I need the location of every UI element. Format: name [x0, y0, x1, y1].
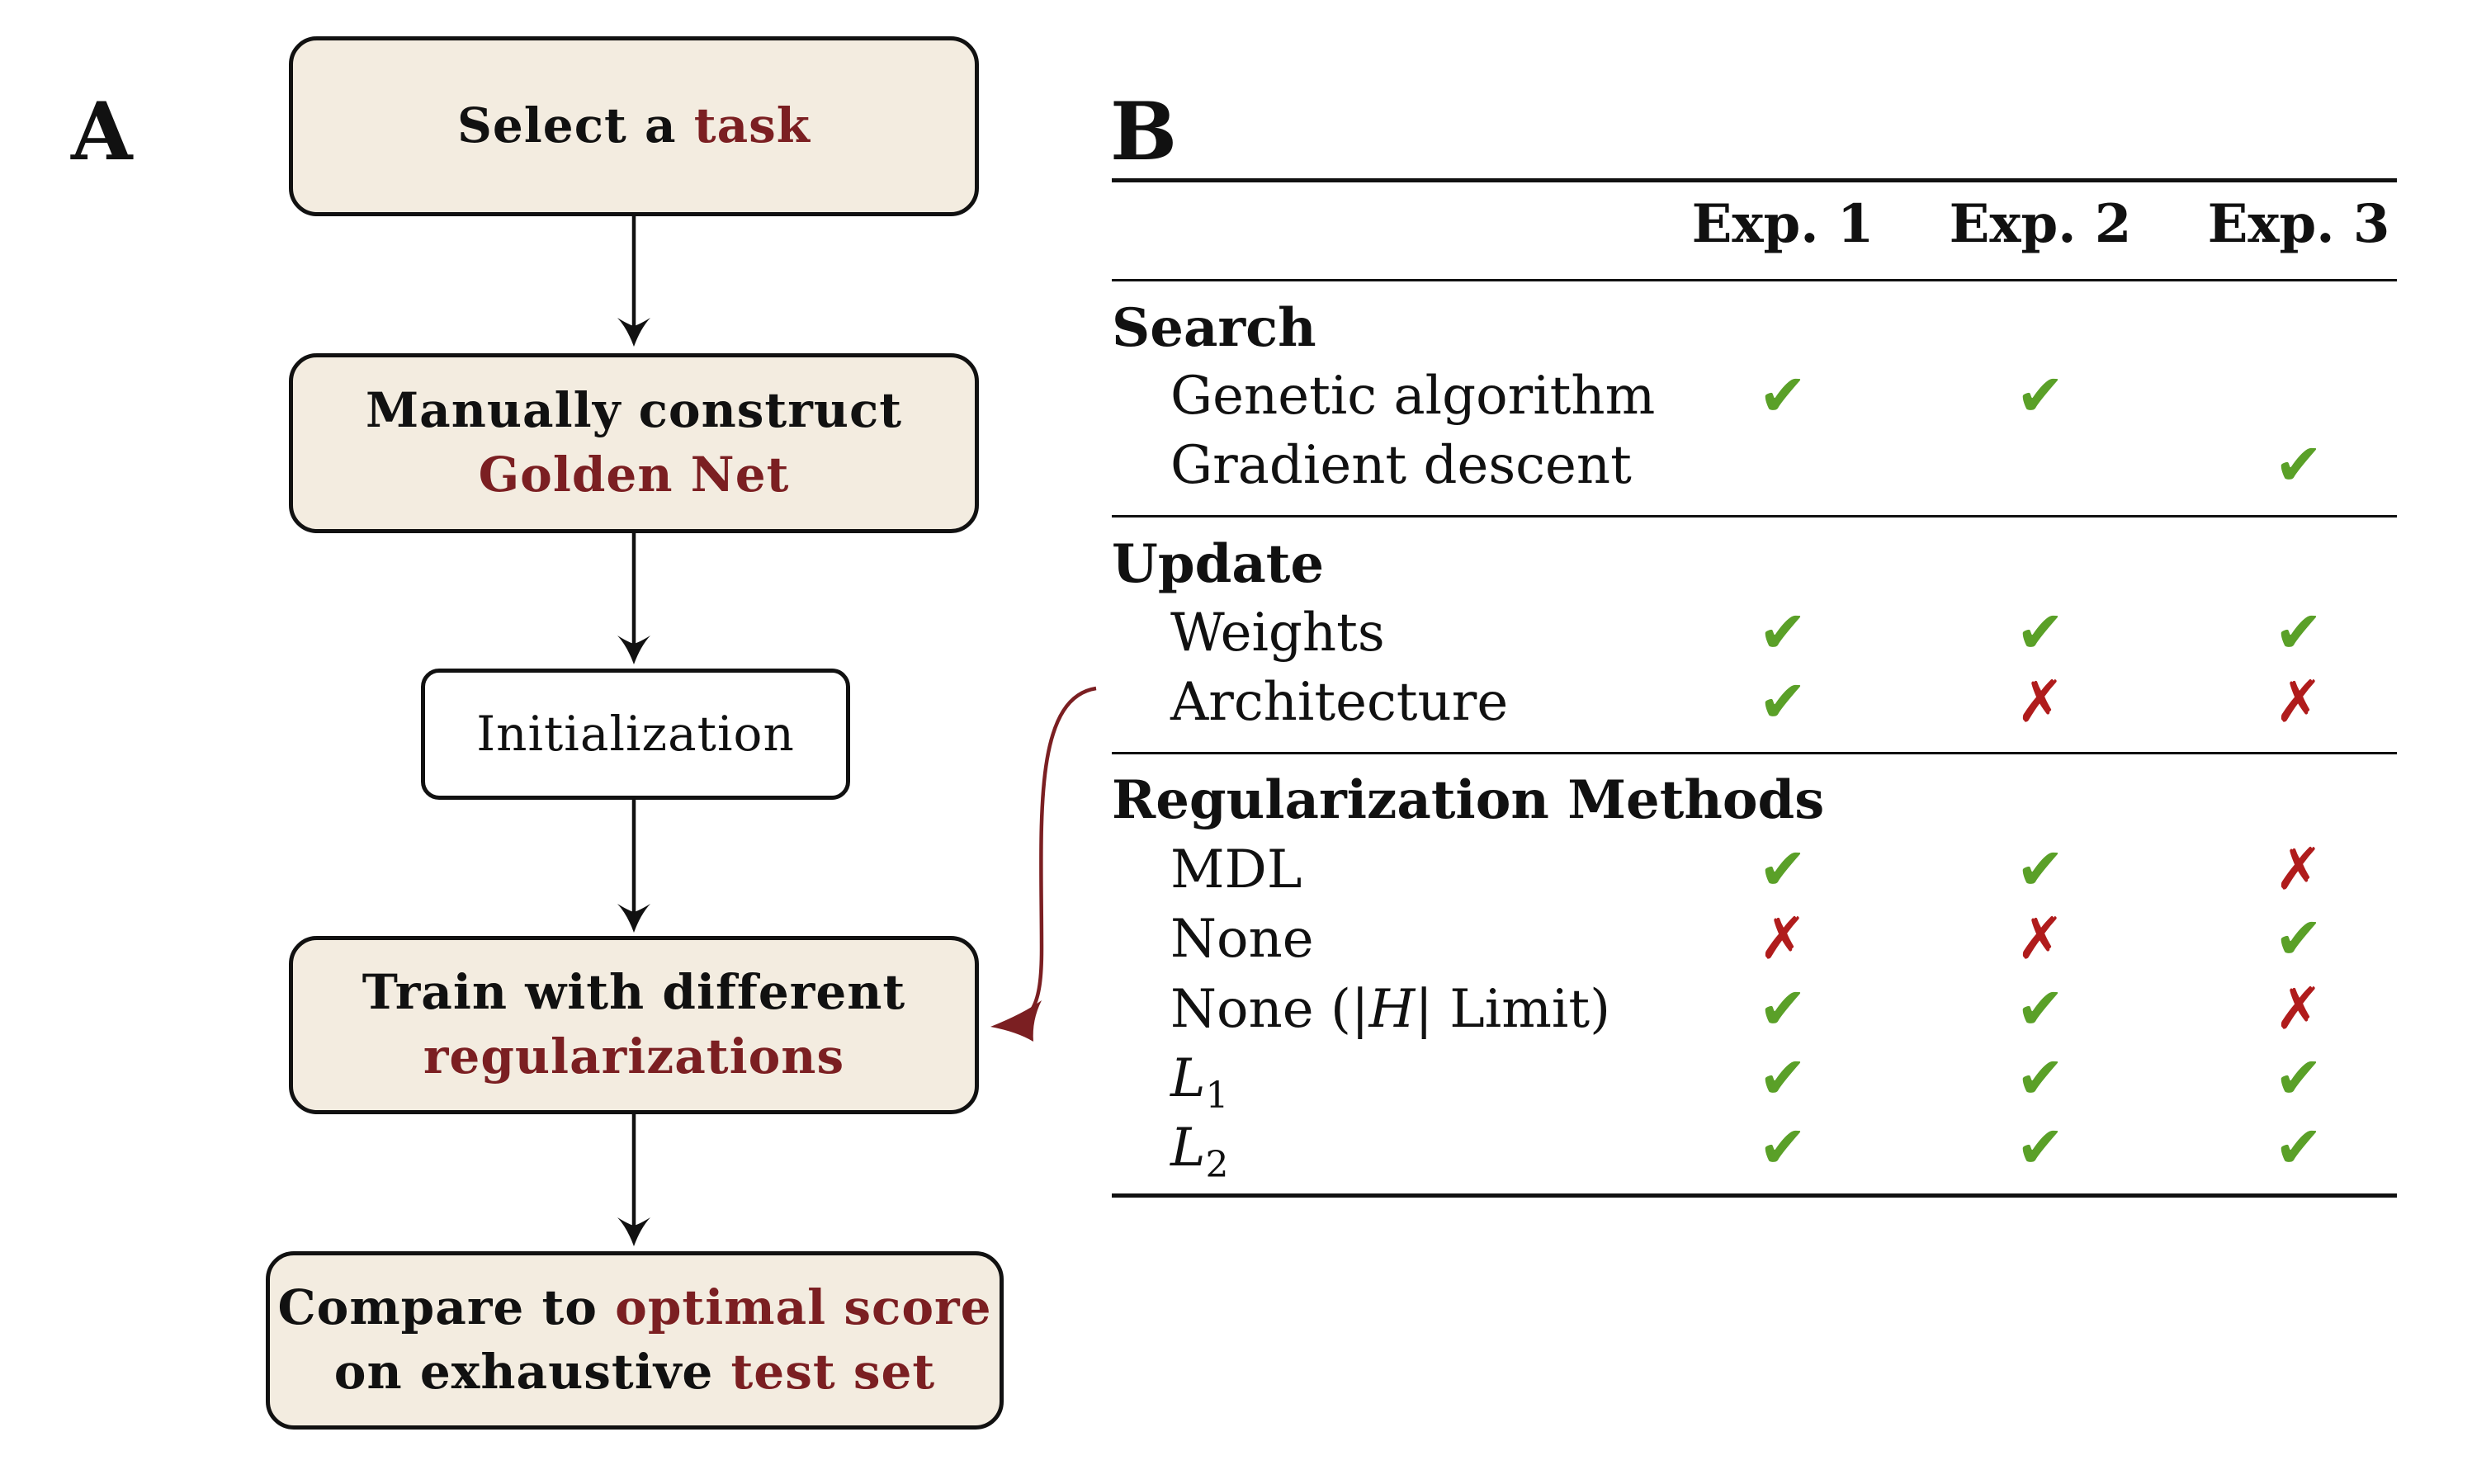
flow-arrow-3 — [617, 800, 650, 933]
cross-mark-icon: ✗ — [2016, 668, 2065, 735]
step-train-highlight: regularizations — [423, 1028, 845, 1085]
row-label-weights: Weights — [1170, 603, 1385, 664]
table-header-rule — [1112, 279, 2397, 281]
column-header-exp-2: Exp. 2 — [1949, 193, 2132, 255]
table-top-rule — [1112, 178, 2397, 182]
check-mark-icon: ✔ — [2274, 431, 2323, 499]
step-compare-highlight-1: optimal score — [615, 1279, 992, 1336]
check-mark-icon: ✔ — [2016, 598, 2065, 666]
row-label-l2-var: L — [1170, 1118, 1206, 1179]
row-label-architecture: Architecture — [1170, 672, 1509, 733]
step-compare-optimal: Compare to optimal score on exhaustive t… — [266, 1251, 1004, 1430]
section-title-regularization-methods: Regularization Methods — [1112, 769, 1825, 831]
step-compare-highlight-2: test set — [730, 1344, 936, 1400]
step-select-task-text: Select a — [456, 97, 694, 154]
step-construct-highlight: Golden Net — [478, 447, 790, 503]
check-mark-icon: ✔ — [2274, 1113, 2323, 1181]
row-label-gradient-descent: Gradient descent — [1170, 435, 1632, 496]
step-initialization-text: Initialization — [476, 705, 795, 762]
column-header-exp-3: Exp. 3 — [2207, 193, 2390, 255]
check-mark-icon: ✔ — [2274, 905, 2323, 972]
flow-arrow-1 — [617, 216, 650, 347]
row-label-none: None — [1170, 909, 1314, 970]
step-select-task: Select a task — [289, 36, 979, 216]
step-construct-text: Manually construct — [365, 382, 903, 439]
table-section-rule-1 — [1112, 515, 2397, 518]
row-label-l1-var: L — [1170, 1048, 1206, 1109]
column-header-exp-1: Exp. 1 — [1691, 193, 1874, 255]
row-label-l2-sub: 2 — [1205, 1144, 1229, 1186]
step-compare-text-1: Compare to — [277, 1279, 616, 1336]
check-mark-icon: ✔ — [2016, 975, 2065, 1042]
cross-mark-icon: ✗ — [1758, 905, 1808, 972]
row-label-none-h-limit-post: | Limit) — [1415, 979, 1611, 1040]
step-compare-text-2: on exhaustive — [333, 1344, 731, 1400]
table-bottom-rule — [1112, 1193, 2397, 1198]
cross-mark-icon: ✗ — [2016, 905, 2065, 972]
row-label-l2: L2 — [1170, 1122, 1229, 1184]
check-mark-icon: ✔ — [2016, 362, 2065, 429]
row-label-l1-sub: 1 — [1205, 1075, 1229, 1117]
flow-arrow-2 — [617, 533, 650, 664]
check-mark-icon: ✔ — [1758, 598, 1808, 666]
panel-b-label: B — [1110, 85, 1178, 178]
row-label-none-h-limit: None (|H| Limit) — [1170, 983, 1610, 1036]
step-train-regularizations: Train with different regularizations — [289, 936, 979, 1114]
section-title-update: Update — [1112, 533, 1325, 595]
row-label-l1: L1 — [1170, 1052, 1229, 1114]
step-initialization: Initialization — [421, 669, 850, 800]
row-label-none-h-limit-pre: None (| — [1170, 979, 1369, 1040]
step-construct-golden-net: Manually construct Golden Net — [289, 353, 979, 533]
panel-a-label: A — [71, 85, 133, 178]
table-section-rule-2 — [1112, 752, 2397, 754]
step-select-task-highlight: task — [693, 97, 811, 154]
check-mark-icon: ✔ — [1758, 1044, 1808, 1112]
architecture-link-arrow — [990, 686, 1097, 1042]
check-mark-icon: ✔ — [2274, 1044, 2323, 1112]
step-train-text: Train with different — [362, 964, 906, 1021]
check-mark-icon: ✔ — [1758, 835, 1808, 903]
check-mark-icon: ✔ — [2016, 1113, 2065, 1181]
check-mark-icon: ✔ — [2016, 1044, 2065, 1112]
cross-mark-icon: ✗ — [2274, 668, 2323, 735]
row-label-genetic-algorithm: Genetic algorithm — [1170, 366, 1656, 427]
cross-mark-icon: ✗ — [2274, 975, 2323, 1042]
row-label-mdl: MDL — [1170, 839, 1302, 900]
check-mark-icon: ✔ — [1758, 975, 1808, 1042]
check-mark-icon: ✔ — [2274, 598, 2323, 666]
cross-mark-icon: ✗ — [2274, 835, 2323, 903]
section-title-search: Search — [1112, 297, 1316, 359]
check-mark-icon: ✔ — [2016, 835, 2065, 903]
flow-arrow-4 — [617, 1114, 650, 1246]
check-mark-icon: ✔ — [1758, 362, 1808, 429]
check-mark-icon: ✔ — [1758, 668, 1808, 735]
check-mark-icon: ✔ — [1758, 1113, 1808, 1181]
row-label-none-h-limit-var: H — [1368, 979, 1416, 1040]
